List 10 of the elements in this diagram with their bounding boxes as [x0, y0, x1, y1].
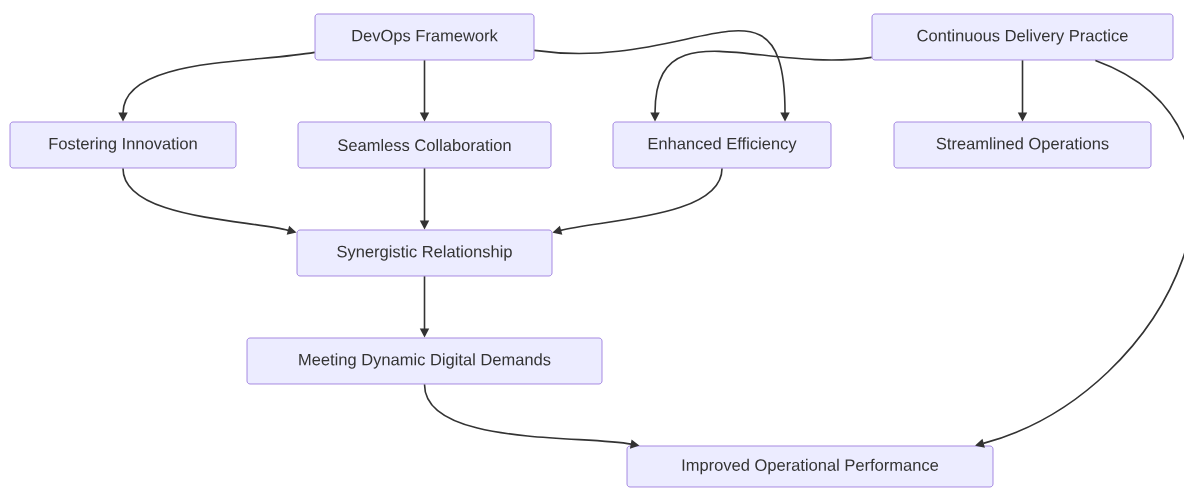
process-box: Fostering Innovation	[9, 121, 237, 169]
process-box: Synergistic Relationship	[296, 229, 553, 277]
process-box: Meeting Dynamic Digital Demands	[246, 337, 603, 385]
process-box: Streamlined Operations	[893, 121, 1152, 169]
arrow	[975, 59, 1184, 448]
process-box: Improved Operational Performance	[626, 445, 994, 488]
process-box: Continuous Delivery Practice	[871, 13, 1174, 61]
process-box: Enhanced Efficiency	[612, 121, 832, 169]
process-box: Seamless Collaboration	[297, 121, 552, 169]
process-box: DevOps Framework	[314, 13, 535, 61]
